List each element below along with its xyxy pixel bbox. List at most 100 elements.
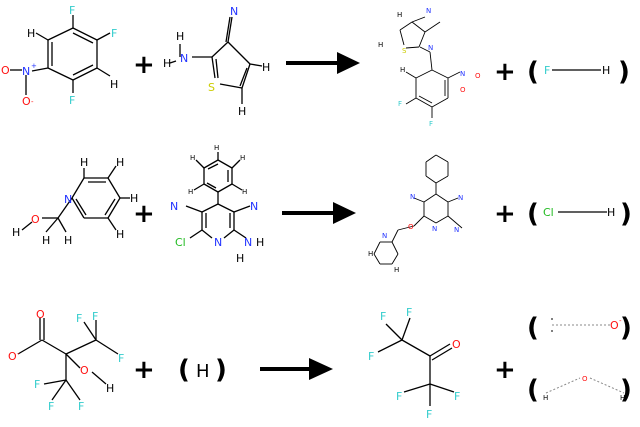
byproduct-oxide-anion: O - [551,317,622,332]
nitrogen-label: N [410,193,415,201]
hydrogen-label: H [214,144,219,152]
nitrogen-label: N [64,193,72,206]
oxygen-label: O [610,319,619,332]
hydrogen-label: H [400,66,405,74]
left-paren: ( [527,375,539,405]
hydrogen-label: H [242,188,247,196]
hydrogen-label: H [236,252,244,265]
product-aryl-aminothiophene: H N H S N N O O F F H [378,7,481,128]
reaction-arrow [286,52,360,74]
left-paren: ( [178,355,190,385]
hydrogen-label: H [368,250,373,258]
fluorine-label: F [426,408,432,421]
reactant-chloro-pyridine-dicarbonitrile: H H H H H N N N Cl N H H [170,144,264,265]
nitrogen-label: N [170,200,178,213]
left-paren: ( [527,199,539,229]
byproduct-hf: F H [544,64,610,77]
oxygen-label: O [80,364,89,377]
right-paren: ) [620,313,632,343]
hydrogen-label: H [42,234,50,247]
reaction-arrow [260,358,333,380]
nitrogen-label: N [454,226,459,234]
left-paren: ( [527,313,539,343]
byproduct-water: O H H [543,375,625,402]
fluorine-label: F [454,390,460,403]
oxygen-label: O [1,64,10,77]
reactant-trifluoronitrobenzene: F F H F H N + O O - [1,4,118,108]
hydrogen-label: H [110,78,118,91]
fluorine-label: F [48,400,54,413]
hydrogen-label: H [163,57,171,70]
fluorine-label: F [406,306,412,319]
hydrogen-label: H [176,30,184,43]
oxygen-label: O [475,72,481,80]
hydrogen-reagent: H [196,361,210,382]
hydrogen-label: H [397,11,402,19]
plus-sign: + [494,199,516,229]
fluorine-label: F [368,350,374,363]
oxygen-label: O [460,86,466,94]
hydrogen-label: H [188,188,193,196]
fluorine-label: F [380,310,386,323]
hydrogen-label: H [602,64,610,77]
fluorine-label: F [92,310,98,323]
fluorine-label: F [69,94,75,107]
hydrogen-label: H [378,41,383,49]
hydrogen-label: H [64,234,72,247]
nitrogen-label: N [244,236,252,249]
plus-sign: + [494,57,516,87]
plus-sign: + [133,50,155,80]
reaction-arrow [282,202,356,224]
sulfur-label: S [402,47,407,55]
hydrogen-label: H [106,382,114,395]
hydrogen-label: H [238,105,246,118]
product-hexafluoroacetone: F F F O F F F [368,306,461,421]
hydrogen-label: H [80,156,88,169]
charge-label: - [17,350,20,358]
reactant-pyridylmethanol: N H H H H O H H H [12,156,138,247]
hydrogen-label: H [27,27,35,40]
nitrogen-label: N [180,52,188,65]
oxygen-label: O [582,375,588,383]
fluorine-label: F [544,64,550,77]
fluorine-label: F [398,100,402,108]
oxygen-label: O [31,213,40,226]
fluorine-label: F [396,390,402,403]
hydrogen-label: H [256,236,264,249]
fluorine-label: F [76,312,82,325]
reactant-trifluoro-hydroxy-butanoate: O O - F F F F F F O H [8,308,124,413]
hydrogen-label: H [394,266,399,274]
hydrogen-label: H [240,154,245,162]
hydrogen-label: H [12,226,20,239]
nitrogen-label: N [230,5,238,18]
byproduct-hcl: Cl H [543,206,615,219]
plus-sign: + [494,355,516,385]
sulfur-label: S [208,81,215,94]
right-paren: ) [215,355,227,385]
fluorine-label: F [34,378,40,391]
nitrogen-label: N [250,200,258,213]
plus-sign: + [133,355,155,385]
oxygen-label: O [36,308,45,321]
oxygen-label: O [8,350,17,363]
nitrogen-label: N [382,232,387,240]
nitrogen-label: N [22,65,30,78]
nitrogen-label: N [432,225,437,233]
oxygen-label: O [452,338,461,351]
oxygen-label: O [22,95,31,108]
fluorine-label: F [111,27,117,40]
chlorine-label: Cl [543,206,554,219]
hydrogen-label: H [130,192,138,205]
nitrogen-label: N [458,194,463,202]
fluorine-label: F [78,400,84,413]
fluorine-label: F [69,4,75,17]
nitrogen-label: N [428,44,433,52]
hydrogen-label: H [116,156,124,169]
hydrogen-label: H [262,61,270,74]
hydrogen-label: H [607,206,615,219]
plus-sign: + [133,199,155,229]
nitrogen-label: N [460,70,465,78]
right-paren: ) [620,199,632,229]
fluorine-label: F [118,352,124,365]
hydrogen-label: H [116,228,124,241]
